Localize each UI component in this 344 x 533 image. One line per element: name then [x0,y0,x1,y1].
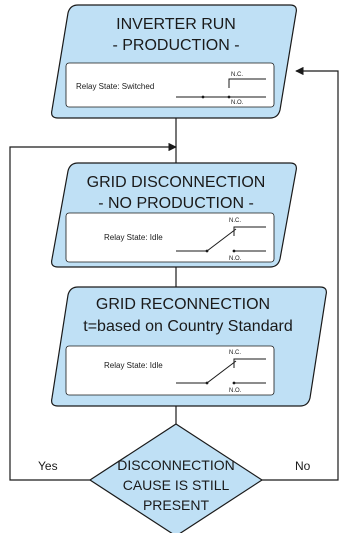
relay-state-label: Relay State: Idle [104,361,163,370]
block-grid-disconnection-title: GRID DISCONNECTION [87,174,266,191]
block-inverter-run-subtitle: - PRODUCTION - [112,37,239,54]
decision-diamond: DISCONNECTION CAUSE IS STILL PRESENT [88,423,264,533]
connectors [9,66,339,481]
block-grid-reconnection-subtitle: t=based on Country Standard [83,318,292,335]
relay-nc-label: N.C. [229,218,241,224]
decision-line-2: CAUSE IS STILL [123,477,230,493]
relay-idle-symbol [176,358,266,385]
relay-state-label: Relay State: Switched [76,82,154,91]
block-inverter-run-title: INVERTER RUN [116,16,236,33]
decision-line-1: DISCONNECTION [117,457,234,473]
relay-panel [65,212,275,263]
decision-diamond-shape [88,423,264,533]
no-loop-arrow [262,66,339,481]
no-label: No [295,459,311,473]
relay-idle-symbol [176,226,266,253]
relay-panel [65,62,275,108]
relay-no-label: N.O. [229,256,242,262]
relay-no-label: N.O. [231,100,244,106]
decision-line-3: PRESENT [143,497,210,513]
yes-label: Yes [38,459,58,473]
block-grid-disconnection: GRID DISCONNECTION - NO PRODUCTION - Rel… [51,162,297,268]
block-grid-reconnection-title: GRID RECONNECTION [96,296,270,313]
block-inverter-run: INVERTER RUN - PRODUCTION - Relay State:… [51,4,297,119]
block-grid-reconnection: GRID RECONNECTION t=based on Country Sta… [51,286,327,407]
relay-nc-label: N.C. [229,350,241,356]
relay-panel [65,345,275,396]
relay-switched-symbol [176,78,266,99]
relay-no-label: N.O. [229,388,242,394]
yes-loop-arrow [9,142,177,481]
block-grid-disconnection-subtitle: - NO PRODUCTION - [98,195,254,212]
relay-nc-label: N.C. [231,72,243,78]
relay-state-label: Relay State: Idle [104,233,163,242]
